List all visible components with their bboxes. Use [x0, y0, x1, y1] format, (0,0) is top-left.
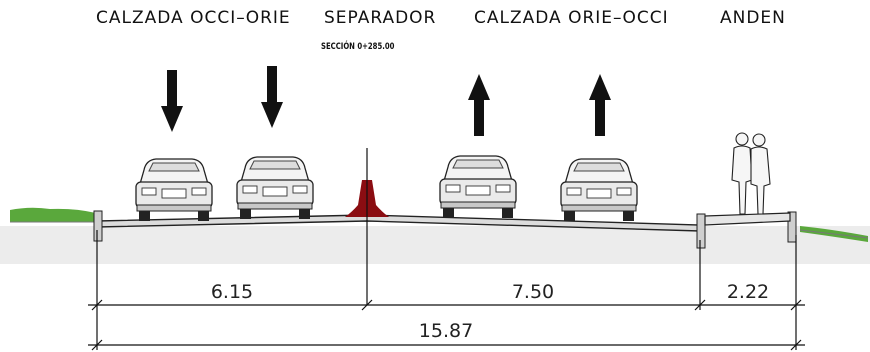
label-calzada-orie-occi: CALZADA ORIE–OCCI [474, 8, 669, 28]
arrow-down-icon [161, 70, 183, 132]
car-icon [236, 156, 314, 220]
arrow-down-icon [261, 66, 283, 128]
arrow-up-icon [589, 74, 611, 136]
label-anden: ANDEN [720, 8, 786, 28]
dimension-lines [88, 230, 805, 351]
dimension-carriageway-west-east: 6.15 [210, 281, 254, 303]
car-icon [439, 155, 517, 219]
car-icon [135, 158, 213, 222]
curb-left [93, 210, 103, 242]
dimension-sidewalk: 2.22 [726, 281, 770, 303]
section-station-label: SECCIÓN 0+285.00 [321, 42, 395, 52]
dimension-total: 15.87 [418, 320, 474, 342]
label-calzada-occi-orie: CALZADA OCCI–ORIE [96, 8, 291, 28]
car-icon [560, 158, 638, 222]
dimension-carriageway-east-west: 7.50 [511, 281, 555, 303]
curb-right [787, 211, 797, 243]
ground-band [0, 226, 870, 264]
arrow-up-icon [468, 74, 490, 136]
grass-left [10, 207, 96, 222]
label-separador: SEPARADOR [324, 8, 437, 28]
sidewalk [704, 212, 791, 226]
pedestrians-icon [731, 132, 771, 215]
curb-median-sidewalk [696, 213, 706, 249]
